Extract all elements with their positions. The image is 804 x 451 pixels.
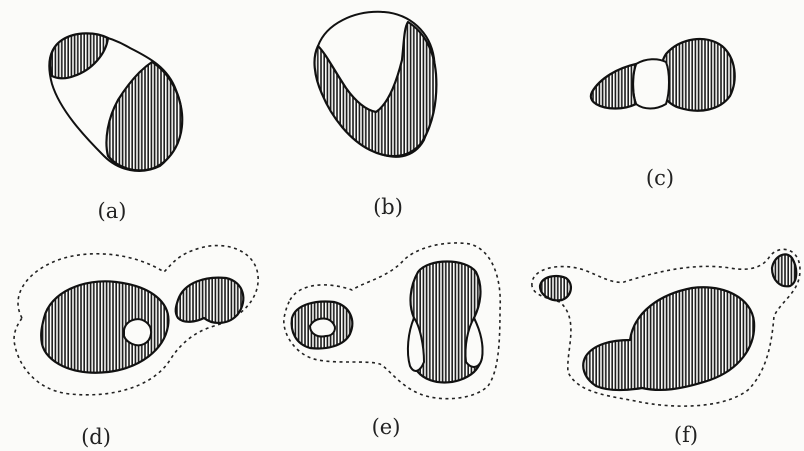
panel-f-large-blob xyxy=(583,287,754,390)
panel-c-left-lobe xyxy=(591,64,636,109)
panel-a: (a) xyxy=(49,33,182,223)
panel-e-left-hole xyxy=(310,319,335,337)
panel-e-label: (e) xyxy=(372,415,401,439)
panel-f-small-right-blob xyxy=(772,254,796,286)
panel-d: (d) xyxy=(14,246,258,449)
panel-b-label: (b) xyxy=(373,195,403,219)
panel-f-label: (f) xyxy=(674,423,698,447)
panel-c-label: (c) xyxy=(646,166,674,190)
panel-c-right-lobe xyxy=(660,39,735,111)
panel-d-small-blob xyxy=(176,278,244,323)
panel-d-hole xyxy=(124,319,151,345)
panel-f-small-left-blob xyxy=(540,276,571,300)
panel-b: (b) xyxy=(315,12,437,219)
panel-c-center-clear xyxy=(633,59,669,108)
panel-c: (c) xyxy=(591,39,735,190)
panel-f: (f) xyxy=(532,249,800,447)
panel-a-label: (a) xyxy=(98,199,127,223)
panel-e: (e) xyxy=(284,243,500,439)
panel-d-label: (d) xyxy=(81,425,111,449)
